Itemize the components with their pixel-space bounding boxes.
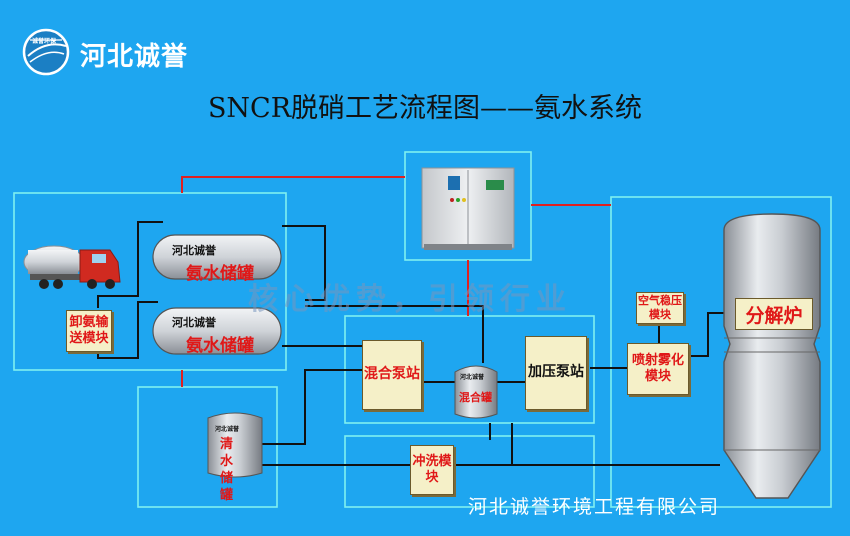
tank2-brand: 河北诚誉 bbox=[172, 316, 216, 329]
ammonia-tank-2 bbox=[152, 307, 282, 355]
mixing-tank bbox=[454, 365, 498, 419]
logo-wordmark: 河北诚誉 bbox=[80, 42, 189, 72]
tank1-label: 氨水储罐 bbox=[186, 264, 254, 284]
pipe-unload-tank1 bbox=[97, 221, 163, 308]
pipes bbox=[97, 221, 735, 466]
pipe-unload-tank2 bbox=[97, 301, 158, 359]
pipe-water-mix bbox=[262, 369, 362, 445]
tank2-label: 氨水储罐 bbox=[186, 336, 254, 356]
frame-furnace-area bbox=[610, 196, 832, 508]
water-tank bbox=[207, 412, 263, 478]
frame-flush-area bbox=[344, 435, 595, 508]
system-frames bbox=[13, 151, 832, 508]
watermark-text: 核心优势，引领行业 bbox=[248, 282, 572, 317]
water-tank-brand: 河北诚誉 bbox=[215, 426, 240, 433]
pipe-header bbox=[305, 305, 484, 363]
mixing-tank-label: 混合罐 bbox=[459, 391, 492, 404]
logo-emblem bbox=[22, 28, 70, 76]
decomposition-furnace bbox=[723, 213, 821, 499]
spray-atomization-module: 喷射雾化模块 bbox=[627, 343, 689, 395]
pipe-spray-furnace bbox=[690, 312, 735, 357]
furnace-label: 分解炉 bbox=[735, 298, 813, 330]
company-name: 河北诚誉环境工程有限公司 bbox=[468, 496, 721, 518]
page-title: SNCR脱硝工艺流程图——氨水系统 bbox=[207, 93, 643, 124]
signal-line-top bbox=[181, 176, 405, 193]
mixing-tank-brand: 河北诚誉 bbox=[460, 374, 485, 381]
unload-module: 卸氨输送模块 bbox=[66, 310, 112, 352]
control-cabinet bbox=[421, 167, 515, 250]
air-stabilizer-module: 空气稳压模块 bbox=[636, 292, 684, 324]
water-tank-label: 清水储罐 bbox=[220, 437, 234, 503]
tanker-truck bbox=[23, 245, 121, 289]
pipe-tank1-out bbox=[282, 225, 326, 301]
flush-module: 冲洗模块 bbox=[410, 445, 454, 495]
mixing-pump-station: 混合泵站 bbox=[362, 340, 422, 410]
pressure-pump-station: 加压泵站 bbox=[525, 336, 587, 410]
tank1-brand: 河北诚誉 bbox=[172, 244, 216, 257]
logo-badge-text: 诚誉环保 bbox=[32, 38, 57, 45]
frame-storage-area bbox=[13, 192, 287, 371]
ammonia-tank-1 bbox=[152, 234, 282, 280]
frame-water-area bbox=[137, 386, 278, 508]
